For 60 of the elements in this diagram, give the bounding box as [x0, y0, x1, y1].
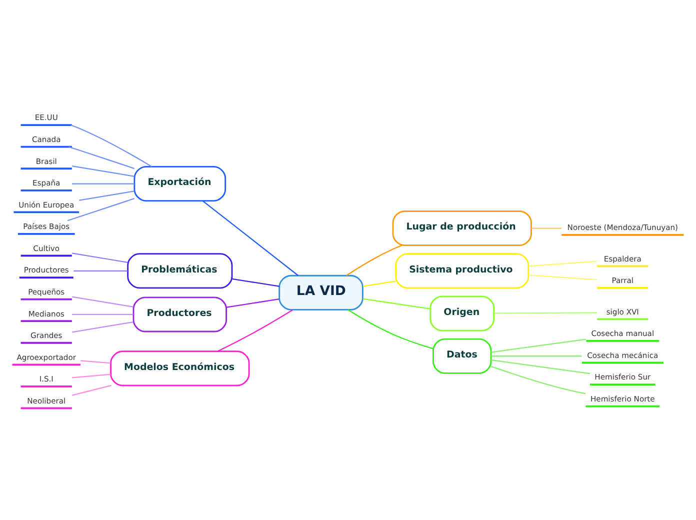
node-box: Lugar de producción: [392, 210, 532, 246]
node-text: Hemisferio Norte: [590, 394, 655, 404]
connector: [528, 274, 597, 280]
node-text: I.S.I: [39, 374, 54, 384]
connector: [494, 312, 598, 314]
connector: [491, 356, 582, 357]
connector: [232, 278, 280, 287]
node-text: Medianos: [28, 309, 64, 318]
connector: [362, 280, 396, 287]
node-box: LA VID: [278, 274, 364, 310]
connector: [72, 252, 128, 263]
node-text: Pequeños: [28, 287, 65, 296]
node-box: Origen: [430, 296, 495, 332]
node-text: Canada: [32, 135, 61, 144]
node-text: Cosecha manual: [591, 329, 654, 338]
connector: [362, 298, 430, 310]
node-box: Modelos Económicos: [110, 350, 250, 386]
connector: [72, 166, 134, 177]
node-box: Productores: [132, 296, 228, 332]
node-text: Agroexportador: [16, 352, 76, 362]
connector: [491, 366, 586, 394]
node-text: Cosecha mecánica: [587, 350, 658, 360]
node-text: Unión Europea: [18, 200, 74, 210]
node-text: Países Bajos: [23, 222, 70, 232]
node-text: Noroeste (Mendoza/Tunuyan): [567, 223, 678, 232]
connector: [72, 314, 134, 316]
connector: [528, 260, 597, 267]
connector: [226, 298, 280, 308]
connector: [70, 124, 152, 168]
connector: [79, 190, 134, 201]
connector: [72, 296, 134, 308]
node-box: Sistema productivo: [395, 253, 530, 289]
node-text: Parral: [612, 276, 634, 286]
connector: [67, 198, 135, 222]
node-text: Productores: [24, 266, 69, 275]
connector: [490, 338, 586, 353]
connector: [72, 183, 134, 184]
node-text: Grandes: [30, 331, 62, 340]
node-box: Problemáticas: [127, 253, 233, 289]
connector: [68, 146, 135, 170]
connector: [72, 321, 134, 333]
node-text: Espaldera: [604, 254, 642, 264]
connector: [80, 360, 111, 364]
connector: [72, 384, 112, 396]
node-text: EE.UU: [34, 113, 58, 122]
node-text: Cultivo: [33, 244, 60, 253]
connector: [348, 309, 434, 350]
connector: [202, 200, 298, 276]
connector: [217, 309, 294, 352]
node-text: siglo XVI: [606, 307, 639, 316]
node-box: Datos: [432, 338, 492, 374]
node-text: Hemisferio Sur: [594, 372, 651, 382]
node-box: Exportación: [134, 166, 226, 202]
connector: [74, 270, 128, 272]
node-text: España: [32, 178, 60, 188]
connector: [72, 374, 111, 378]
connector: [490, 359, 590, 374]
connector: [531, 228, 562, 229]
node-text: Neoliberal: [27, 396, 66, 406]
node-text: Brasil: [36, 156, 57, 166]
